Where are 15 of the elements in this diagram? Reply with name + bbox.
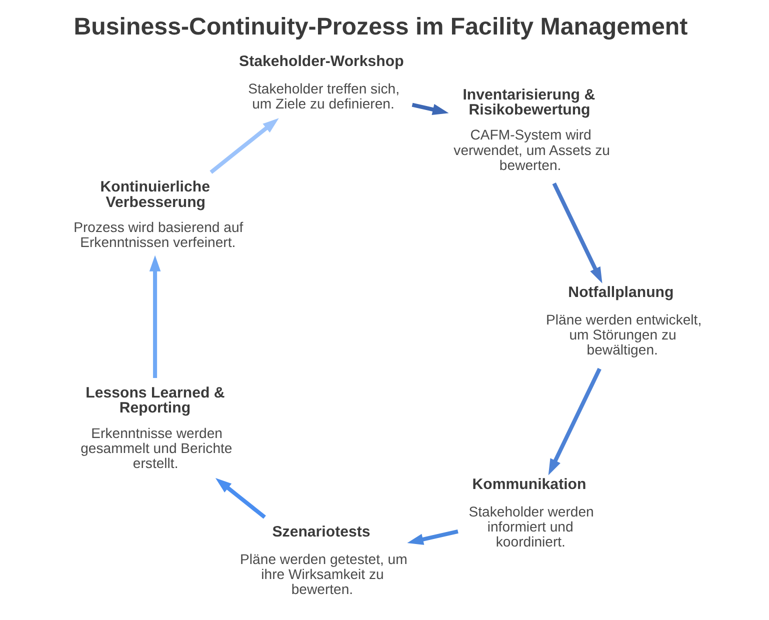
arrow xyxy=(209,118,278,174)
node-text: Szenariotests Pläne werden getestet, um ihre Wirksamkeit zu bewerten. xyxy=(240,523,407,597)
node-text: Kommunikation Stakeholder werden informiert und koordiniert. xyxy=(468,476,594,550)
node-text: Lessons Learned & Reporting Erkenntnisse werden gesammelt und Berichte erstellt. xyxy=(80,384,232,472)
arrow xyxy=(148,255,160,378)
node-text: Inventarisierung & Risikobewertung CAFM-System wird verwendet, um Assets zu bewerten. xyxy=(453,86,610,173)
node-text: Notfallplanung Pläne werden entwickelt, um Störungen zu bewältigen. xyxy=(546,284,702,358)
arrow xyxy=(552,182,602,284)
arrow xyxy=(214,478,266,519)
diagram-title: Business-Continuity-Prozess im Facility Management xyxy=(73,14,688,41)
arrow xyxy=(406,529,458,545)
arrow xyxy=(411,102,448,116)
node-text: Stakeholder-Workshop Stakeholder treffen sich, um Ziele zu definieren. xyxy=(238,53,404,112)
arrow xyxy=(548,368,601,476)
node-text: Kontinuierliche Verbesserung Prozess wird basierend auf Erkenntnissen verfeinert. xyxy=(73,178,243,250)
